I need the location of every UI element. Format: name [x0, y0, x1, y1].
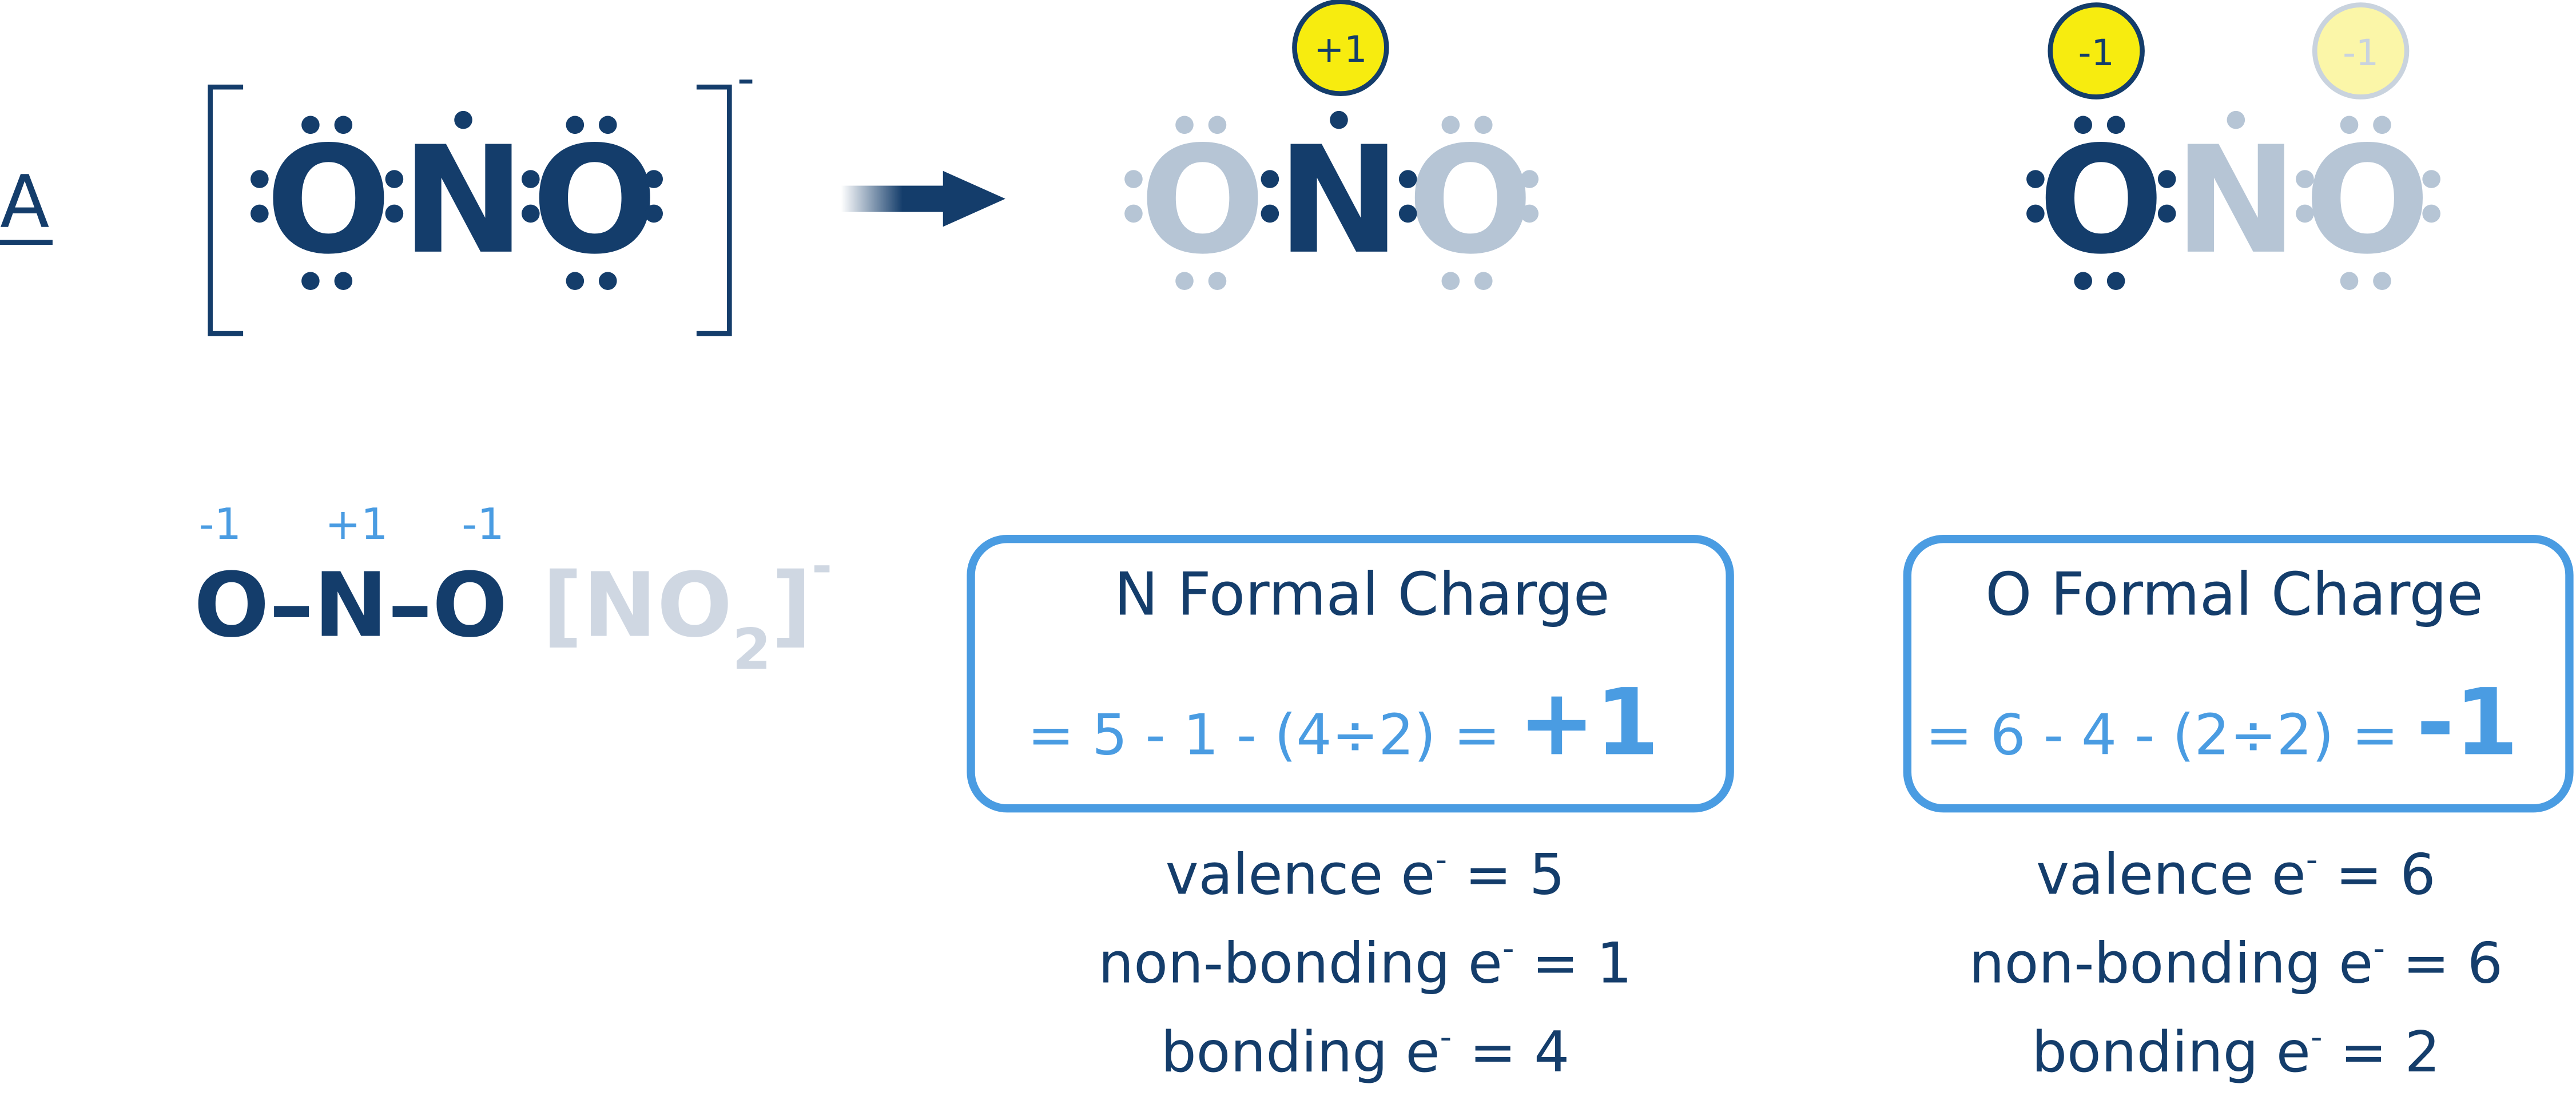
n-valence-value: = 5	[1447, 843, 1565, 908]
n-nonbonding-sup: -	[1502, 929, 1514, 967]
n-formal-charge-title: N Formal Charge	[1114, 560, 1610, 629]
o-equation-result: -1	[2416, 669, 2519, 776]
n-bonding-line: bonding e- = 4	[1161, 1018, 1570, 1085]
n-nonbonding-value: = 1	[1514, 931, 1632, 996]
ion-formula-charge: -	[812, 538, 832, 595]
charge-label-o-left: -1	[199, 499, 241, 549]
electron-dots	[2026, 110, 2440, 290]
n-equation-text: = 5 - 1 - (4÷2) =	[1027, 702, 1518, 768]
ion-charge: -	[737, 50, 755, 108]
o-valence-sup: -	[2306, 840, 2318, 879]
n-formal-charge-panel: N Formal Charge = 5 - 1 - (4÷2) = +1 val…	[967, 534, 1734, 1085]
arrow-icon	[841, 170, 1005, 227]
atom-o-right-faded: O	[2304, 114, 2430, 287]
n-formal-charge-box	[967, 534, 1734, 813]
right-bracket	[696, 84, 732, 336]
o-bonding-sup: -	[2311, 1018, 2323, 1057]
n-valence-sup: -	[1435, 840, 1447, 879]
n-nonbonding-label: non-bonding e	[1098, 931, 1502, 996]
charge-badge-o-left-label: -1	[2078, 31, 2114, 74]
ion-formula-main: [NO	[542, 554, 733, 657]
atom-o-left: O	[266, 114, 392, 287]
atom-o-left-faded: O	[1140, 114, 1266, 287]
o-valence-value: = 6	[2318, 843, 2436, 908]
atom-n-highlight: N	[1277, 114, 1401, 287]
atom-o-left-highlight: O	[2038, 114, 2164, 287]
n-nonbonding-line: non-bonding e- = 1	[1098, 929, 1632, 996]
n-bonding-sup: -	[1440, 1018, 1452, 1057]
electron-dots	[1124, 110, 1539, 290]
charge-badge-o-right	[2312, 2, 2410, 100]
n-valence-label: valence e	[1166, 843, 1436, 908]
lewis-structure-n-focus: +1 O N O	[1124, 0, 1539, 290]
o-formal-charge-panel: O Formal Charge = 6 - 4 - (2÷2) = -1 val…	[1903, 534, 2574, 1085]
ion-formula: [NO2]-	[542, 538, 832, 682]
n-valence-line: valence e- = 5	[1166, 840, 1565, 907]
ion-formula-close: ]	[771, 554, 812, 657]
o-valence-label: valence e	[2036, 843, 2306, 908]
o-equation-text: = 6 - 4 - (2÷2) =	[1926, 702, 2416, 768]
charge-badge-n-label: +1	[1314, 28, 1367, 70]
charge-badge-n	[1292, 0, 1389, 97]
o-nonbonding-line: non-bonding e- = 6	[1969, 929, 2503, 996]
o-nonbonding-value: = 6	[2385, 931, 2503, 996]
panel-label: A	[0, 160, 53, 245]
lewis-structure-o-focus: -1 -1 O N O	[2026, 2, 2440, 290]
n-equation-result: +1	[1518, 669, 1659, 776]
electron-dots	[251, 110, 663, 290]
o-nonbonding-label: non-bonding e	[1969, 931, 2374, 996]
charge-label-o-right: -1	[462, 499, 504, 549]
o-bonding-line: bonding e- = 2	[2032, 1018, 2440, 1085]
charge-label-n: +1	[325, 499, 388, 549]
n-bonding-label: bonding e	[1161, 1020, 1440, 1085]
atom-o-right: O	[532, 114, 658, 287]
linear-structure: -1 +1 -1 O–N–O [NO2]-	[194, 499, 832, 682]
panel-label-underline	[0, 240, 53, 245]
o-valence-line: valence e- = 6	[2036, 840, 2435, 907]
lewis-structure-bracketed: - O N O	[208, 50, 755, 336]
o-bonding-label: bonding e	[2032, 1020, 2311, 1085]
o-formal-charge-equation: = 6 - 4 - (2÷2) = -1	[1926, 669, 2519, 776]
atom-n: N	[401, 114, 525, 287]
o-nonbonding-sup: -	[2373, 929, 2385, 967]
structural-formula: O–N–O	[194, 554, 508, 657]
o-bonding-value: = 2	[2323, 1020, 2440, 1085]
n-bonding-value: = 4	[1452, 1020, 1569, 1085]
ion-formula-subscript: 2	[732, 617, 771, 682]
o-formal-charge-box	[1903, 534, 2574, 813]
charge-badge-o-right-label: -1	[2343, 31, 2379, 74]
left-bracket	[208, 84, 244, 336]
charge-badge-o-left	[2048, 2, 2145, 100]
svg-text:A: A	[0, 160, 49, 244]
n-formal-charge-equation: = 5 - 1 - (4÷2) = +1	[1027, 669, 1659, 776]
o-formal-charge-title: O Formal Charge	[1985, 560, 2483, 629]
atom-n-faded: N	[2174, 114, 2297, 287]
atom-o-right-faded: O	[1408, 114, 1533, 287]
